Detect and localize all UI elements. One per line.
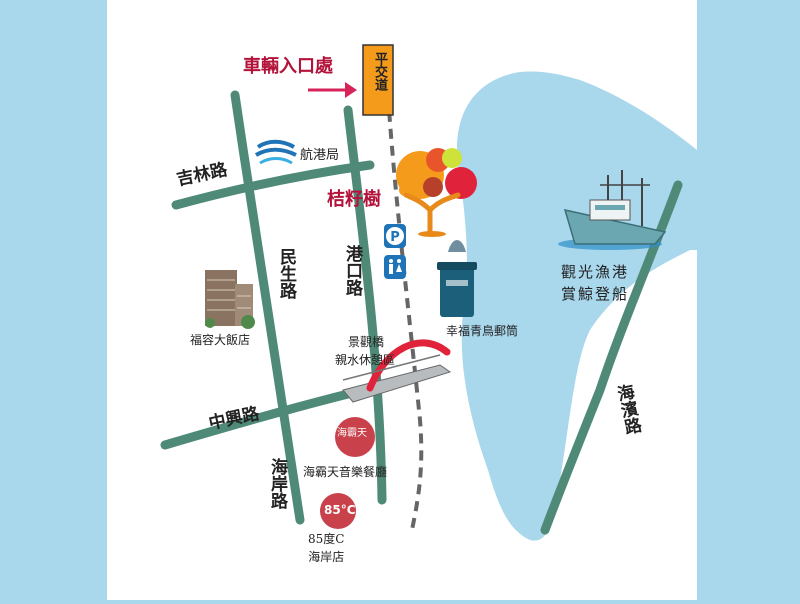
road-haibin — [540, 180, 683, 535]
boat-icon — [558, 170, 667, 250]
mailbox-label: 幸福青鳥郵筒 — [446, 324, 519, 338]
bridge-label-line2: 親水休憩區 — [335, 353, 396, 367]
level-crossing-label: 平交道 — [372, 52, 387, 91]
road-label-gangkou: 港口路 — [342, 245, 362, 296]
harbor-bureau-logo — [254, 139, 297, 165]
road-minsheng — [230, 90, 305, 525]
hotel-icon — [205, 270, 255, 329]
restaurant-badge — [335, 417, 375, 457]
svg-text:P: P — [390, 230, 400, 245]
restaurant-label: 海霸天音樂餐廳 — [303, 465, 388, 479]
road-label-haian: 海岸路 — [267, 458, 287, 509]
bridge-label: 景觀橋 親水休憩區 — [335, 333, 396, 369]
cafe-badge — [320, 493, 356, 529]
harbor-water — [456, 71, 697, 541]
bridge-label-line1: 景觀橋 — [348, 335, 385, 349]
cafe-badge-text: 85°C — [324, 503, 356, 517]
hotel-label: 福容大飯店 — [190, 333, 251, 347]
tree-icon — [396, 148, 477, 237]
harbor-bureau-label: 航港局 — [300, 148, 340, 163]
fishing-port-line1: 觀光漁港 — [561, 263, 630, 281]
parking-icon: P — [384, 224, 406, 248]
level-crossing-sign — [362, 44, 394, 116]
restroom-icon — [384, 255, 406, 279]
cafe-label-line1: 85度C — [308, 532, 345, 546]
arrow-right-icon — [308, 82, 357, 98]
cafe-label-line2: 海岸店 — [308, 550, 345, 564]
tree-label: 桔籽樹 — [327, 189, 381, 210]
entrance-label: 車輛入口處 — [243, 56, 333, 77]
fishing-port-label: 觀光漁港 賞鯨登船 — [561, 261, 629, 305]
mailbox-icon — [437, 240, 477, 317]
fishing-port-line2: 賞鯨登船 — [561, 285, 630, 303]
road-gangkou — [343, 105, 387, 505]
cafe-label: 85度C 海岸店 — [308, 530, 344, 566]
road-label-minsheng: 民生路 — [276, 248, 296, 299]
restaurant-badge-text: 海霸天 — [337, 428, 367, 439]
bridge-icon — [342, 339, 452, 403]
